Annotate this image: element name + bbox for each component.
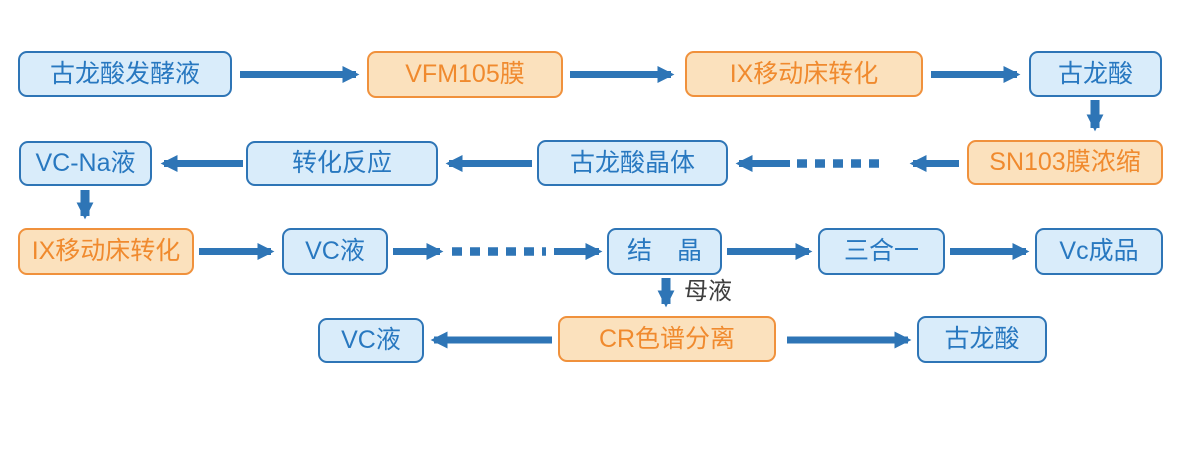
node-gulonic-acid-bottom: 古龙酸 (917, 316, 1047, 363)
node-vc-solution-bottom: VC液 (318, 318, 424, 363)
node-sn103-membrane-concentration: SN103膜浓缩 (967, 140, 1163, 185)
node-gulonic-acid-crystal: 古龙酸晶体 (537, 140, 728, 186)
node-gulonic-acid-top: 古龙酸 (1029, 51, 1162, 97)
node-crystallization: 结 晶 (607, 228, 722, 275)
node-conversion-reaction: 转化反应 (246, 141, 438, 186)
label-mother-liquor: 母液 (684, 278, 732, 305)
node-vc-solution-mid: VC液 (282, 228, 388, 275)
node-gulonic-acid-fermentation-broth: 古龙酸发酵液 (18, 51, 232, 97)
node-vfm105-membrane: VFM105膜 (367, 51, 563, 98)
node-cr-chromatographic-separation: CR色谱分离 (558, 316, 776, 362)
node-vc-finished-product: Vc成品 (1035, 228, 1163, 275)
node-vc-na-solution: VC-Na液 (19, 141, 152, 186)
node-three-in-one: 三合一 (818, 228, 945, 275)
node-ix-moving-bed-conversion-left: IX移动床转化 (18, 228, 194, 275)
node-ix-moving-bed-conversion-top: IX移动床转化 (685, 51, 923, 97)
